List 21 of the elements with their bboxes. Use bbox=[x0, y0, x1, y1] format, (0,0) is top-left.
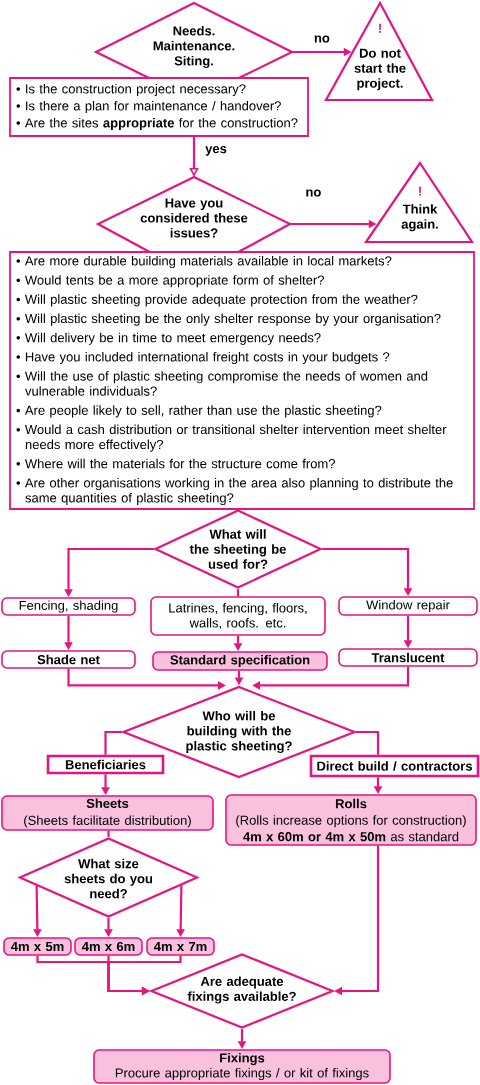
edge-label: yes bbox=[204, 145, 228, 157]
edge-label: no bbox=[304, 188, 323, 198]
highlighted-box: Standard specification bbox=[152, 651, 328, 671]
connector-line bbox=[236, 589, 240, 597]
process-box: Direct build / contractors bbox=[309, 754, 480, 778]
rounded-box: Latrines, fencing, floors, walls, roofs. etc. bbox=[150, 596, 326, 636]
rounded-box: Fencing, shading bbox=[1, 597, 136, 616]
rounded-box: Shade net bbox=[1, 650, 136, 669]
highlighted-box: Sheets (Sheets facilitate distribution) bbox=[1, 795, 214, 831]
rounded-box: Window repair bbox=[338, 596, 478, 616]
connector-line bbox=[104, 730, 122, 755]
highlighted-box: 4m x 6m bbox=[74, 937, 143, 956]
highlighted-box: 4m x 7m bbox=[146, 937, 215, 956]
process-box: Beneficiaries bbox=[46, 754, 165, 775]
question-box: • Is the construction project necessary? • Is there a plan for maintenance / handover? • Are the sites appropriate for the construction? bbox=[9, 77, 309, 137]
highlighted-box: Rolls (Rolls increase options for construction) 4m x 60m or 4m x 50m as standard bbox=[225, 794, 477, 846]
connector-line bbox=[356, 730, 380, 755]
highlighted-box: Fixings Procure appropriate fixings / or kit of fixings bbox=[93, 1049, 391, 1084]
connector-line bbox=[107, 830, 110, 837]
rounded-box: Translucent bbox=[338, 648, 478, 667]
highlighted-box: 4m x 5m bbox=[3, 937, 72, 956]
